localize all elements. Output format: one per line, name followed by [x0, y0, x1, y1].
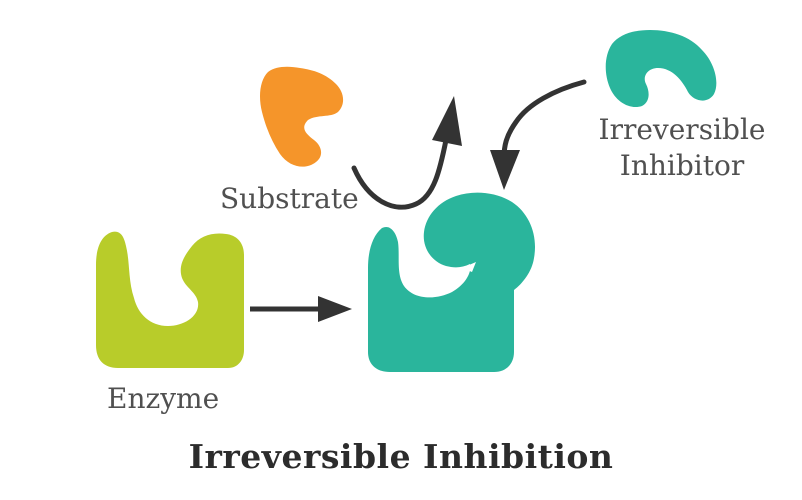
enzyme-shape — [96, 231, 244, 368]
enzyme-inhibitor-complex-shape — [368, 192, 536, 372]
complex-notch — [462, 262, 476, 272]
inhibitor-label: Irreversible Inhibitor — [582, 112, 782, 184]
substrate-bounce-arrow-shaft — [351, 137, 449, 210]
enzyme-to-complex-arrow-head — [318, 296, 352, 322]
inhibitor-binding-arrow-shaft — [501, 79, 587, 161]
inhibitor-shape — [605, 30, 717, 108]
substrate-shape — [260, 66, 344, 167]
inhibitor-label-line-2: Inhibitor — [619, 149, 745, 182]
enzyme-label: Enzyme — [107, 382, 220, 415]
inhibitor-label-line-1: Irreversible — [598, 113, 766, 146]
substrate-label: Substrate — [220, 182, 359, 215]
diagram-title: Irreversible Inhibition — [188, 437, 614, 476]
substrate-bounce-arrow-head — [432, 96, 462, 146]
inhibitor-binding-arrow-head — [490, 150, 520, 190]
